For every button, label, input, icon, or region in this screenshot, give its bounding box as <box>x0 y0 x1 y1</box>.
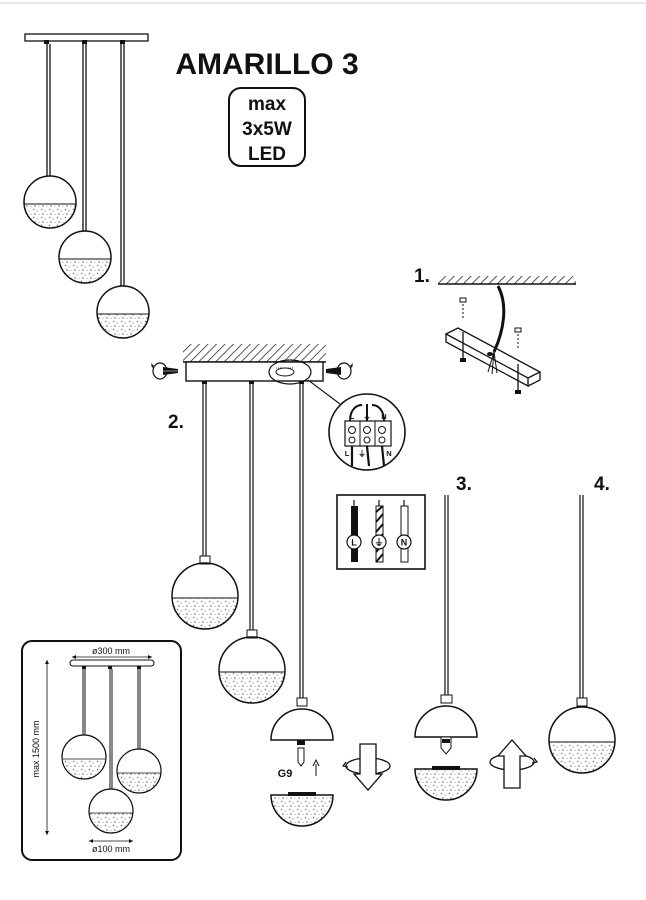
screw-icon <box>514 327 522 394</box>
arrow-up-icon <box>312 758 320 776</box>
wire-badge-l: L <box>351 538 357 548</box>
dimension-globe <box>88 788 134 834</box>
max-height-label: max 1500 mm <box>31 720 41 777</box>
terminal-label-top-earth: ⏚ <box>363 412 371 421</box>
step-3-label: 3. <box>456 474 472 495</box>
dimensions-panel: ø300 mm ø100 mm max <box>21 640 182 861</box>
dimension-globe <box>61 734 107 780</box>
step-4-label: 4. <box>594 474 610 495</box>
spec-line-type: LED <box>248 144 286 165</box>
step-1-label: 1. <box>414 266 430 287</box>
pendant-globe <box>96 285 150 339</box>
pendant-globe <box>58 230 112 284</box>
step-1-ceiling-mount <box>438 276 576 394</box>
bulb-socket-label: G9 <box>278 768 293 780</box>
product-title: AMARILLO 3 <box>175 48 358 81</box>
screw-icon <box>459 297 467 362</box>
terminal-label-top-n: N <box>381 412 386 421</box>
rotate-up-icon <box>489 739 539 789</box>
pendant-globe <box>23 175 77 229</box>
terminal-label-bottom-n: N <box>386 449 391 458</box>
terminal-label-bottom-l: L <box>345 449 350 458</box>
step-2-canopy <box>183 344 341 405</box>
terminal-label-top-l: L <box>350 412 355 421</box>
wire-badge-earth: ⏚ <box>374 538 383 548</box>
pendant-globe <box>171 555 239 630</box>
step-4-finished-lamp <box>548 495 616 774</box>
rotate-down-icon <box>341 743 391 791</box>
screw-rotate-icon <box>151 362 180 380</box>
dimension-globe <box>116 748 162 794</box>
canopy-diameter-label: ø300 mm <box>92 646 130 656</box>
terminal-block-detail: L ⏚ N L ⏚ N <box>328 393 406 471</box>
step-3-shade-assembly <box>414 495 478 801</box>
spec-line-max: max <box>248 94 286 115</box>
spec-badge: max 3x5W LED <box>228 87 306 167</box>
wire-badge-n: N <box>401 538 408 548</box>
shade-diameter-label: ø100 mm <box>92 844 130 854</box>
exploded-shade: G9 <box>270 697 334 827</box>
product-illustration <box>23 33 150 339</box>
step-2-label: 2. <box>168 412 184 433</box>
spec-line-power: 3x5W <box>242 119 292 140</box>
terminal-label-bottom-earth: ⏚ <box>358 449 366 458</box>
pendant-globe <box>218 629 286 704</box>
wire-color-legend: L ⏚ N <box>336 494 426 570</box>
screw-rotate-icon <box>326 362 353 380</box>
